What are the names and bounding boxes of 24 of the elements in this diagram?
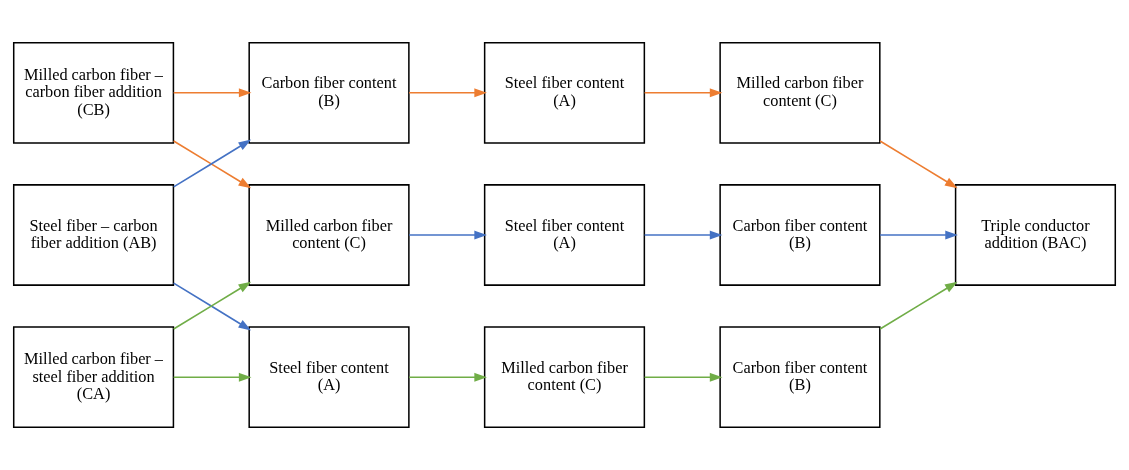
node-box: Milled carbon fiber – carbon fiber addition (CB) — [12, 41, 175, 144]
arrow — [643, 372, 723, 382]
node-box: Carbon fiber content (B) — [248, 41, 410, 144]
arrow — [643, 230, 723, 240]
arrow — [172, 372, 252, 382]
node-box: Milled carbon fiber content (C) — [483, 326, 646, 429]
node-box: Milled carbon fiber – steel fiber addition (CA) — [12, 326, 175, 429]
node-box: Triple conductor addition (BAC) — [954, 184, 1117, 286]
node-box: Milled carbon fiber content (C) — [719, 41, 881, 144]
arrow — [879, 140, 958, 189]
node-box: Steel fiber content (A) — [483, 184, 646, 286]
arrow — [408, 230, 487, 240]
arrow — [879, 281, 958, 330]
node-box: Milled carbon fiber content (C) — [248, 184, 410, 286]
arrow — [408, 372, 487, 382]
node-box: Steel fiber – carbon fiber addition (AB) — [12, 184, 175, 286]
node-box: Steel fiber content (A) — [248, 326, 410, 429]
arrow — [408, 88, 487, 98]
arrow — [879, 230, 958, 240]
arrow — [643, 88, 723, 98]
node-box: Carbon fiber content (B) — [719, 326, 881, 429]
arrow — [172, 88, 252, 98]
node-box: Steel fiber content (A) — [483, 41, 646, 144]
node-box: Carbon fiber content (B) — [719, 184, 881, 286]
